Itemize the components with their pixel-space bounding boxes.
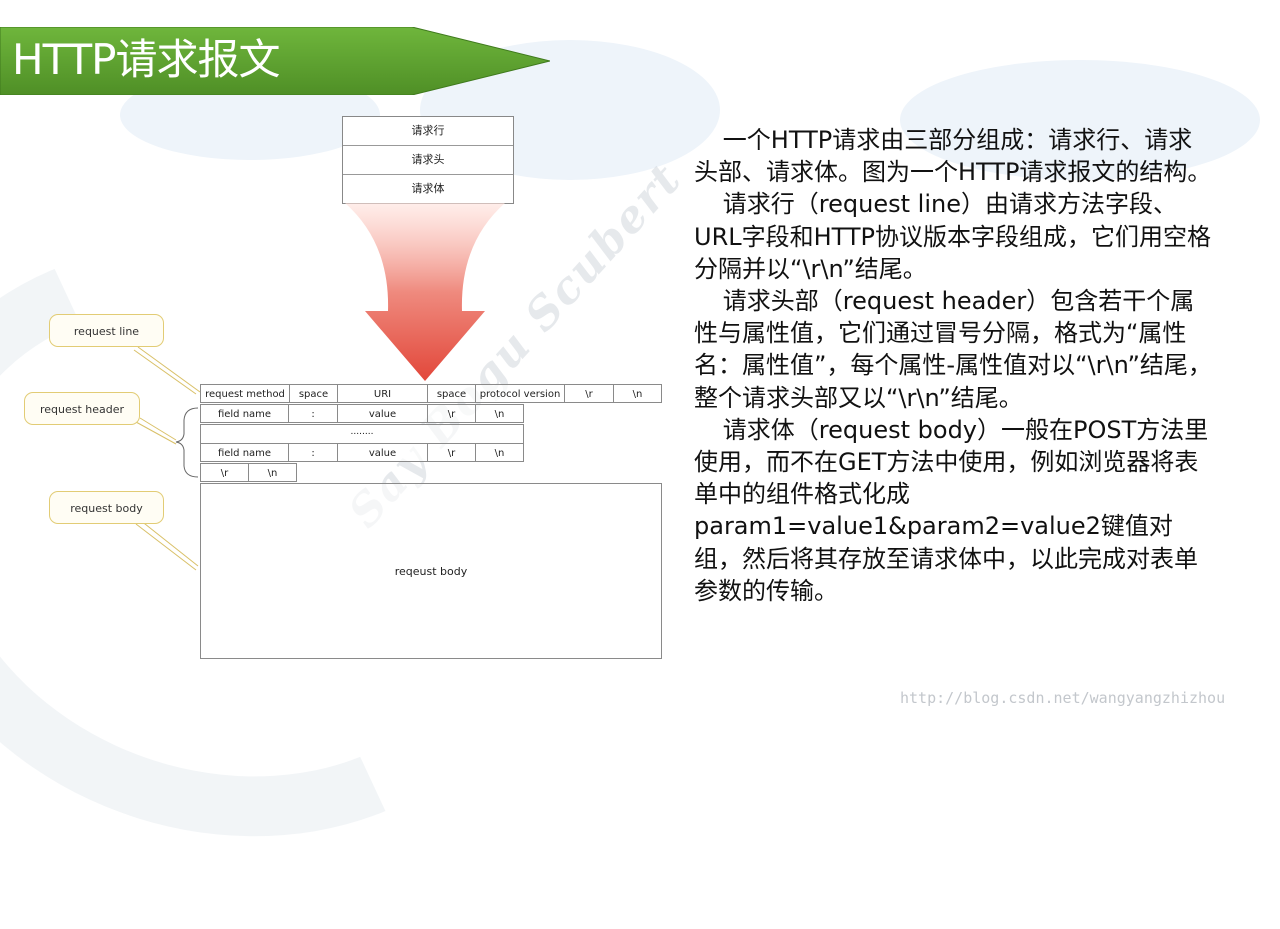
colon-cell: : <box>288 443 338 462</box>
lf-cell: \n <box>613 384 662 403</box>
explanation-text: 一个HTTP请求由三部分组成：请求行、请求头部、请求体。图为一个HTTP请求报文… <box>694 124 1214 607</box>
callout-request-body: request body <box>49 491 164 524</box>
message-parts-stack: 请求行 请求头 请求体 <box>342 116 514 204</box>
callout-request-header: request header <box>24 392 140 425</box>
space-cell: space <box>289 384 338 403</box>
stack-request-header: 请求头 <box>343 146 513 175</box>
lf-cell: \n <box>475 443 524 462</box>
request-body-label: reqeust body <box>394 565 468 578</box>
cr-cell: \r <box>427 443 476 462</box>
lf-cell: \n <box>475 404 524 423</box>
field-name-cell: field name <box>200 443 289 462</box>
cr-cell: \r <box>564 384 614 403</box>
stack-request-body: 请求体 <box>411 182 445 195</box>
uri-cell: URI <box>337 384 428 403</box>
title-banner <box>0 27 550 95</box>
paragraph-request-header: 请求头部（request header）包含若干个属性与属性值，它们通过冒号分隔… <box>694 287 1212 412</box>
protocol-version-cell: protocol version <box>475 384 565 403</box>
stack-request-line: 请求行 <box>343 117 513 146</box>
lf-cell: \n <box>248 463 297 482</box>
paragraph-request-line: 请求行（request line）由请求方法字段、URL字段和HTTP协议版本字… <box>694 190 1212 283</box>
colon-cell: : <box>288 404 338 423</box>
space-cell: space <box>427 384 476 403</box>
source-watermark-url: http://blog.csdn.net/wangyangzhizhou <box>900 689 1226 707</box>
cr-cell: \r <box>427 404 476 423</box>
slide-title: HTTP请求报文 <box>12 35 280 84</box>
request-body-box: reqeust body <box>200 483 662 659</box>
value-cell: value <box>337 443 428 462</box>
callout-request-line: request line <box>49 314 164 347</box>
field-name-cell: field name <box>200 404 289 423</box>
request-method-cell: request method <box>200 384 290 403</box>
expand-arrow <box>345 203 505 381</box>
background-cloud <box>900 60 1260 180</box>
value-cell: value <box>337 404 428 423</box>
paragraph-request-body: 请求体（request body）一般在POST方法里使用，而不在GET方法中使… <box>694 415 1209 605</box>
paragraph-overview: 一个HTTP请求由三部分组成：请求行、请求头部、请求体。图为一个HTTP请求报文… <box>694 126 1212 187</box>
header-ellipsis: ........ <box>200 424 524 444</box>
cr-cell: \r <box>200 463 249 482</box>
